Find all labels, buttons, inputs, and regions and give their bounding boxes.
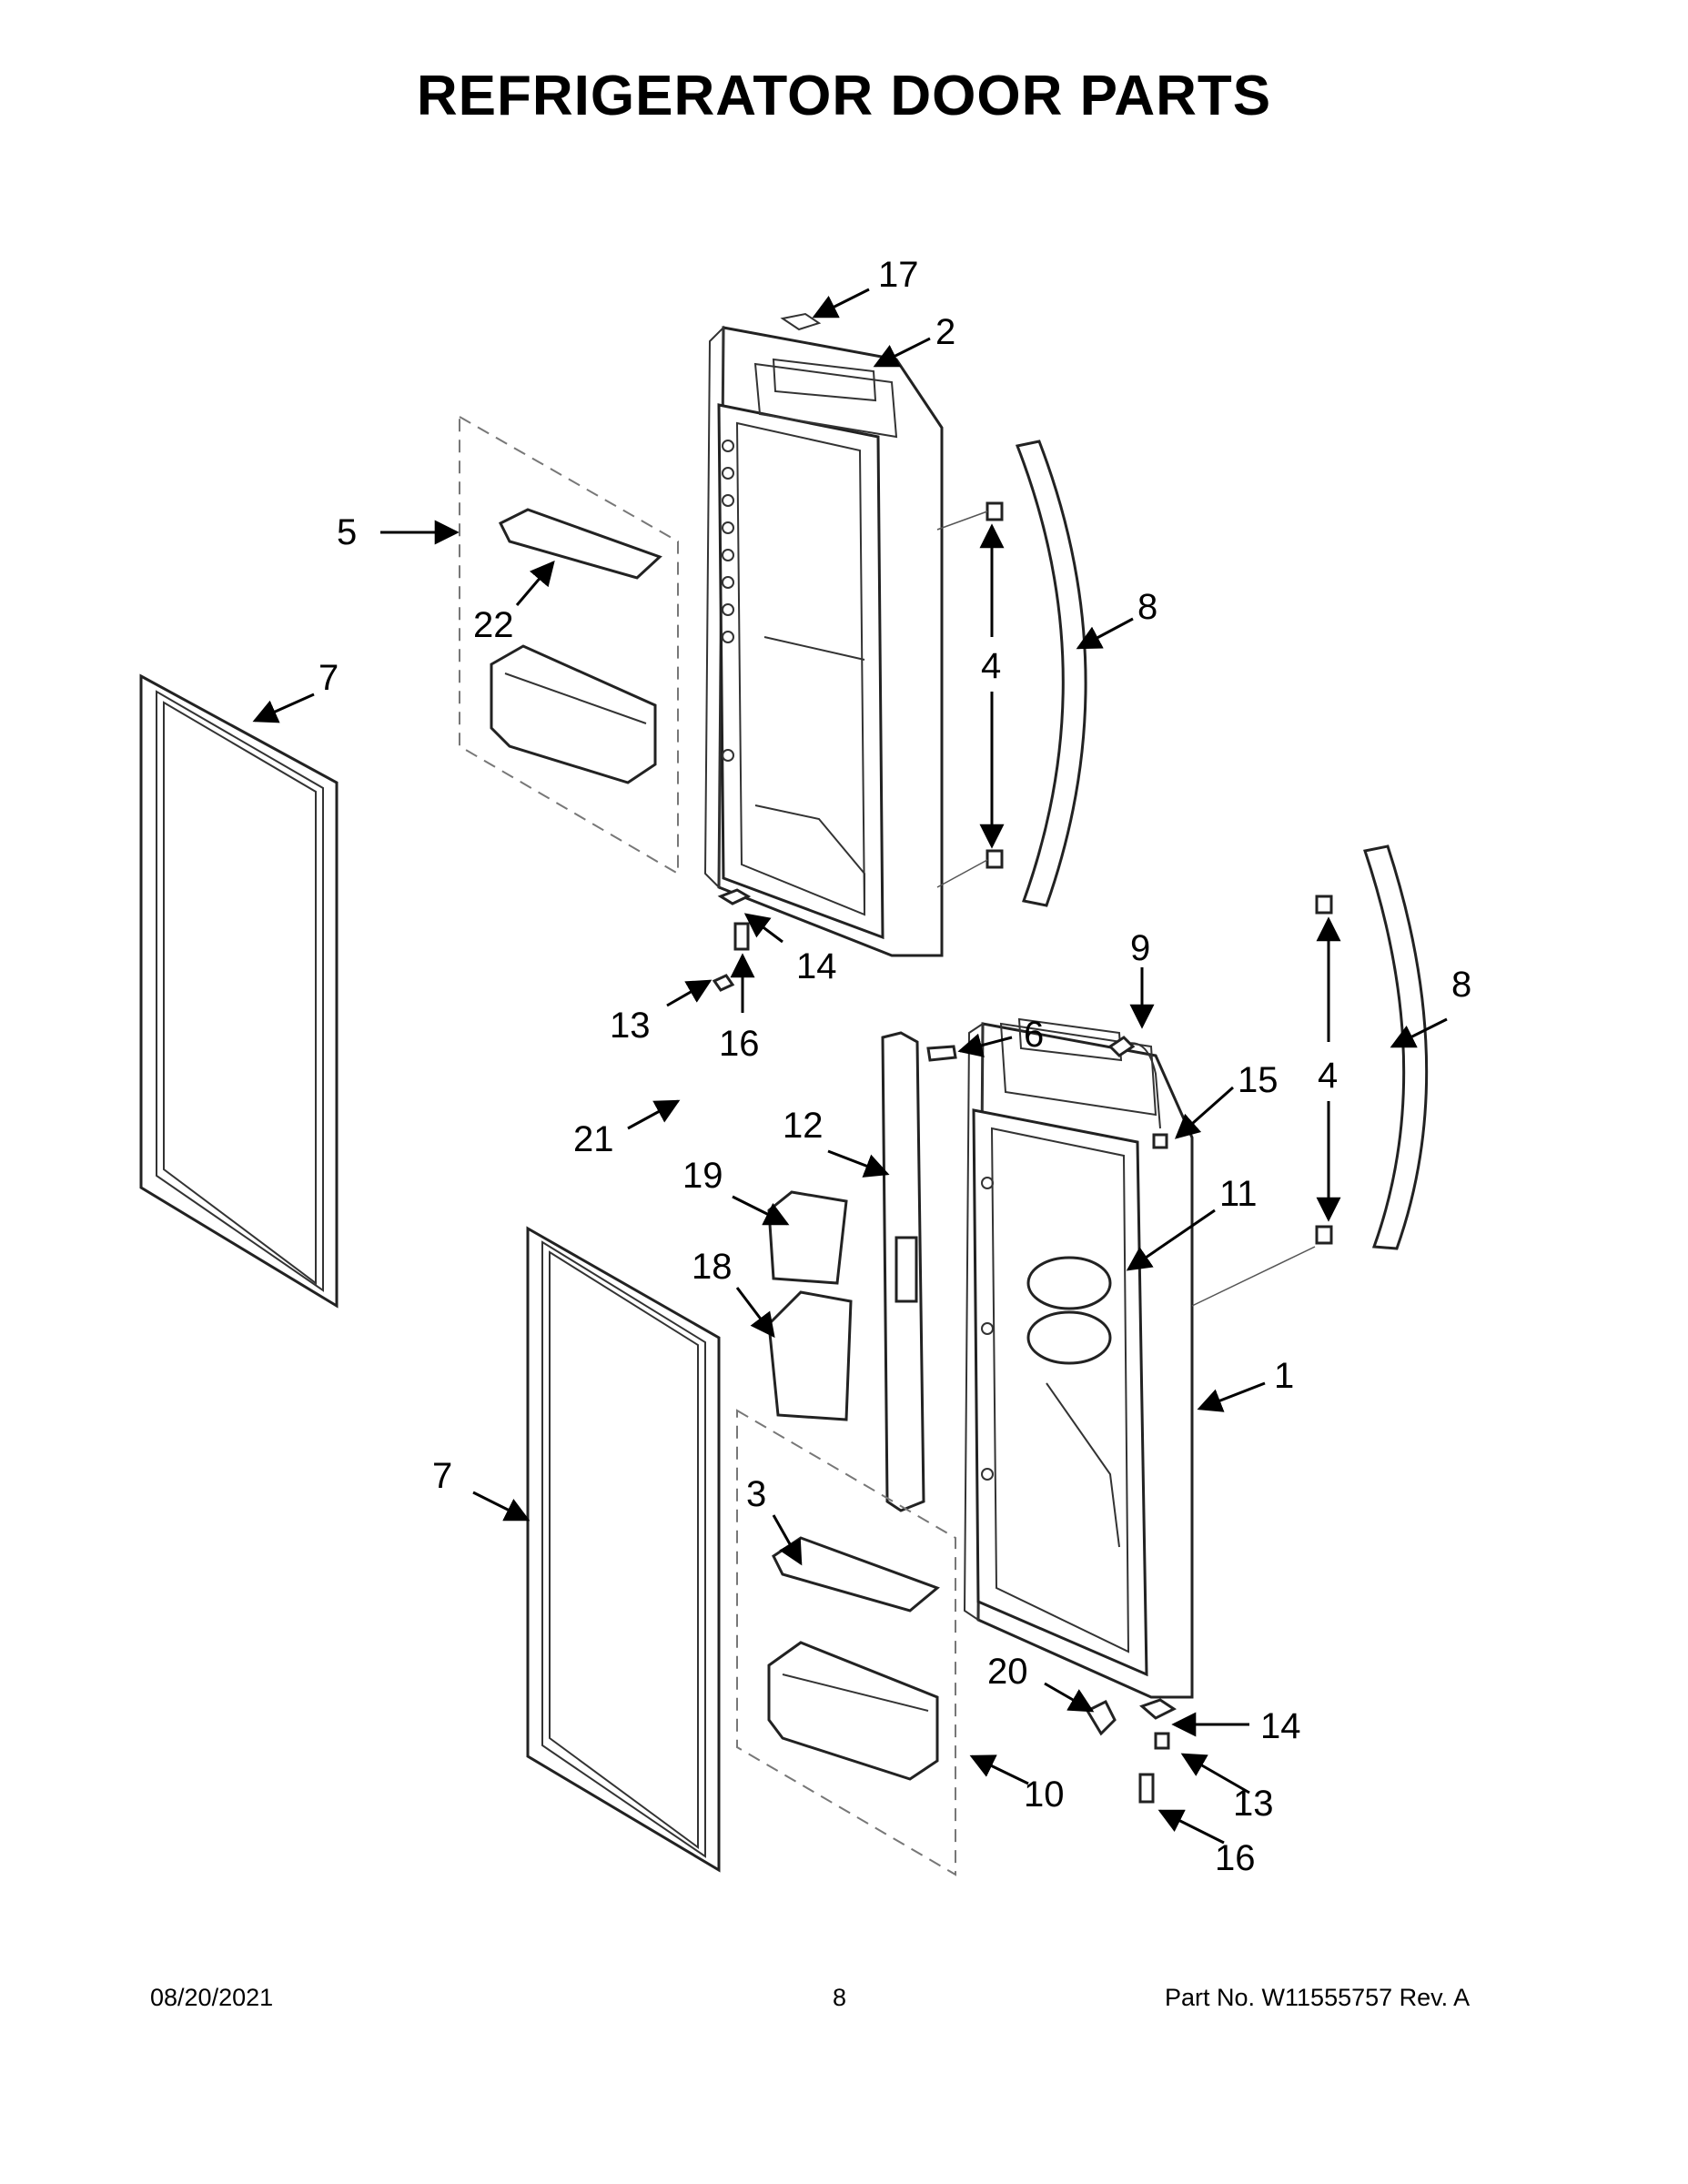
left-hinge-parts-icon — [712, 888, 752, 992]
bin-assembly-10-outline — [736, 1409, 956, 1876]
bin-assembly-5-outline — [459, 415, 679, 875]
bin-shelf-22-icon — [498, 508, 662, 580]
callout-18: 18 — [692, 1247, 733, 1287]
callout-4b: 4 — [1318, 1056, 1338, 1096]
callout-10: 10 — [1024, 1774, 1065, 1815]
callout-7b: 7 — [432, 1456, 452, 1496]
callout-17: 17 — [878, 255, 919, 295]
door-bin-icon — [490, 644, 657, 784]
callout-8b: 8 — [1451, 965, 1471, 1005]
left-door-icon — [703, 312, 944, 957]
left-handle-icon — [936, 440, 1087, 907]
callout-7: 7 — [318, 658, 339, 698]
right-hinge-parts-icon — [1085, 1698, 1177, 1804]
center-mullion-icon — [881, 1031, 957, 1512]
left-door-gasket-icon — [139, 673, 339, 1309]
callout-4: 4 — [981, 646, 1001, 686]
callout-5: 5 — [337, 512, 357, 552]
footer-part-number: Part No. W11555757 Rev. A — [1165, 1984, 1471, 2011]
callout-labels: 17 2 5 22 8 4 7 14 13 16 9 6 15 21 12 19… — [318, 255, 1471, 1878]
footer-date: 08/20/2021 — [150, 1984, 274, 2011]
callout-11: 11 — [1219, 1174, 1258, 1214]
callout-9: 9 — [1130, 928, 1150, 968]
callout-3: 3 — [746, 1474, 766, 1514]
callout-6: 6 — [1024, 1015, 1044, 1055]
callout-13b: 13 — [1233, 1784, 1274, 1824]
footer-page-number: 8 — [833, 1984, 847, 2011]
callout-19: 19 — [682, 1156, 723, 1196]
callout-21: 21 — [573, 1119, 614, 1159]
callout-arrows — [252, 288, 1448, 1845]
right-handle-icon — [1315, 844, 1429, 1250]
callout-12: 12 — [783, 1106, 824, 1146]
callout-14b: 14 — [1260, 1706, 1301, 1746]
callout-1: 1 — [1274, 1356, 1294, 1396]
callout-2: 2 — [935, 312, 955, 352]
small-bins-icon — [767, 1190, 853, 1421]
callout-16b: 16 — [1215, 1838, 1256, 1878]
callout-22: 22 — [473, 605, 514, 645]
water-tube-icon — [1107, 1036, 1168, 1149]
callout-16: 16 — [719, 1024, 760, 1064]
callout-20: 20 — [987, 1652, 1028, 1692]
right-door-icon — [963, 1017, 1316, 1699]
callout-13: 13 — [610, 1006, 651, 1046]
callout-15: 15 — [1238, 1060, 1279, 1100]
right-door-gasket-icon — [526, 1226, 721, 1873]
page-title: REFRIGERATOR DOOR PARTS — [416, 65, 1272, 127]
callout-14: 14 — [796, 946, 837, 986]
callout-8: 8 — [1137, 587, 1157, 627]
